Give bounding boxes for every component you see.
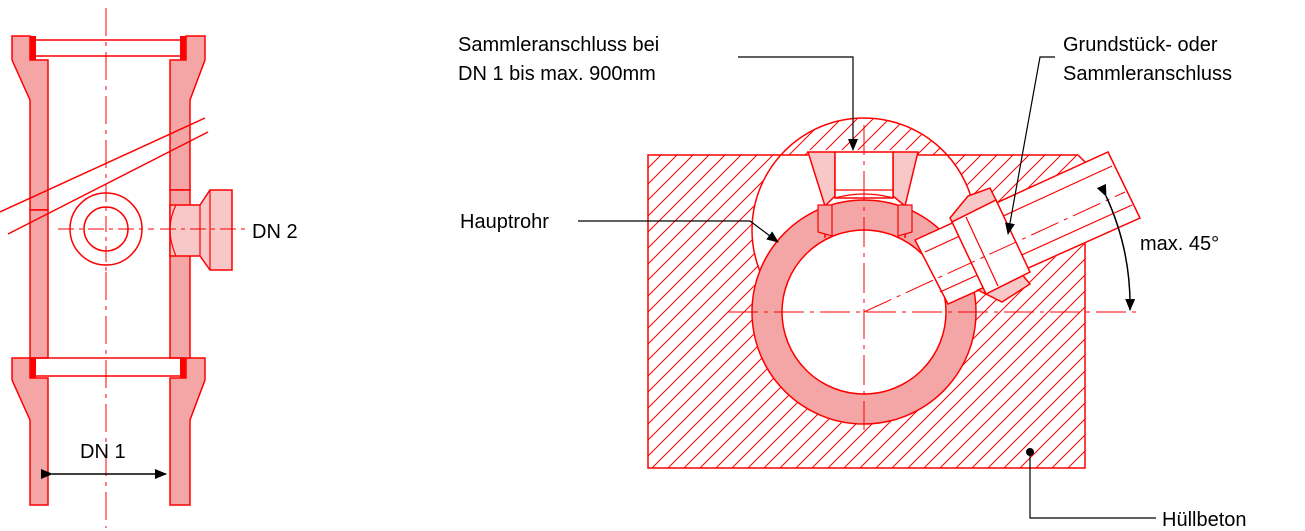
leader-grundstueck [1005, 56, 1055, 235]
angled-socket-body [951, 198, 1031, 296]
seal-top-left [30, 36, 36, 60]
angled-pipe-outer [913, 151, 1142, 305]
dn1-label: DN 1 [80, 441, 126, 463]
break-line-lower [7, 131, 209, 235]
angle-label: max. 45° [1140, 233, 1219, 255]
dn2-socket-curve [169, 204, 177, 257]
grundstueck-label-line1: Grundstück- oder [1063, 34, 1218, 56]
angle-arc [1096, 183, 1136, 311]
left-pipe-wall-upper [11, 35, 49, 211]
break-line-upper [0, 117, 206, 213]
vertical-pipe-wall-fill [817, 204, 833, 237]
dn2-label: DN 2 [252, 221, 298, 243]
seal-bottom-left [30, 358, 36, 378]
vertical-pipe-wall-fill-r [897, 204, 913, 237]
dn2-socket [169, 189, 233, 271]
angled-socket-inner [965, 216, 999, 287]
angled-centerline [863, 191, 1126, 313]
right-pipe-wall-upper [169, 35, 206, 191]
right-pipe-wall-lower [169, 357, 206, 506]
sammleranschluss-label-line2: DN 1 bis max. 900mm [458, 63, 656, 85]
seal-bottom-right [180, 358, 186, 378]
left-pipe-wall-middle [29, 209, 49, 359]
angled-pipe-inner-top [924, 165, 1113, 253]
left-pipe-wall-lower [11, 357, 49, 506]
leader-huellbeton-dot [1026, 448, 1034, 456]
leader-sammleranschluss [738, 56, 858, 151]
leader-huellbeton [1029, 452, 1156, 519]
seal-top-right [180, 36, 186, 60]
grundstueck-label-line2: Sammleranschluss [1063, 63, 1232, 85]
section-view [647, 117, 1145, 469]
huellbeton-label: Hüllbeton [1162, 509, 1247, 531]
sammleranschluss-label-line1: Sammleranschluss bei [458, 34, 659, 56]
hauptrohr-label: Hauptrohr [460, 211, 549, 233]
side-view [0, 8, 250, 528]
leader-hauptrohr [578, 220, 779, 243]
